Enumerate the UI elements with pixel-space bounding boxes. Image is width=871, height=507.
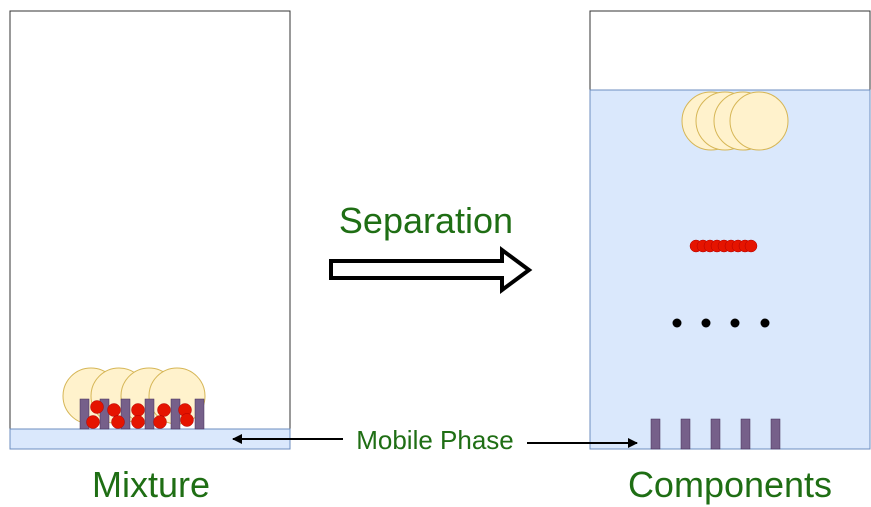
separated-black-dots (672, 318, 770, 328)
red-particle (744, 239, 758, 253)
mixture-red-particles (86, 400, 194, 429)
red-particle (180, 413, 194, 427)
components-beaker (589, 10, 871, 450)
red-particle (131, 403, 145, 417)
rod (144, 398, 155, 430)
separated-large-particles (681, 91, 789, 151)
mobile-phase-label: Mobile Phase (356, 425, 514, 455)
red-particle (90, 400, 104, 414)
red-particle (86, 415, 100, 429)
mixture-caption: Mixture (92, 464, 210, 505)
red-particle (111, 415, 125, 429)
black-dot (760, 318, 770, 328)
separation-label: Separation (339, 200, 513, 241)
rod (170, 398, 181, 430)
rod (740, 418, 751, 450)
rod (650, 418, 661, 450)
red-particle (131, 415, 145, 429)
separated-rods (650, 418, 781, 450)
rod (79, 398, 90, 430)
red-particle (107, 403, 121, 417)
red-particle (157, 403, 171, 417)
large-particle (729, 91, 789, 151)
mixture-beaker (9, 10, 291, 450)
rod (680, 418, 691, 450)
rod (194, 398, 205, 430)
rod (710, 418, 721, 450)
black-dot (701, 318, 711, 328)
red-particle (153, 415, 167, 429)
black-dot (672, 318, 682, 328)
separated-red-particles (689, 239, 758, 253)
black-dot (730, 318, 740, 328)
block-arrow-right-icon (329, 246, 533, 294)
rod (120, 398, 131, 430)
rod (770, 418, 781, 450)
components-caption: Components (628, 464, 832, 505)
